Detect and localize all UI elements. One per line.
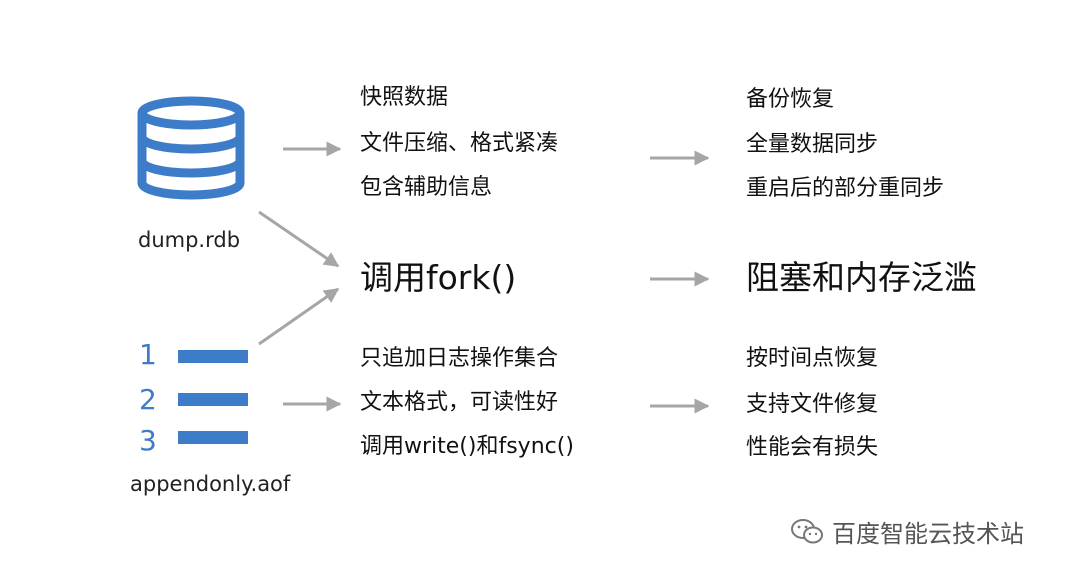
rdb-use-1: 备份恢复 <box>746 87 835 112</box>
log-bar-1 <box>178 350 248 363</box>
arrow-aof-to-fork <box>258 287 340 346</box>
arrow-rdb-to-fork <box>258 210 340 268</box>
rdb-feature-2: 文件压缩、格式紧凑 <box>360 131 559 156</box>
line-number-3: 3 <box>139 424 157 457</box>
wechat-icon <box>791 518 823 543</box>
line-number-2: 2 <box>139 383 157 416</box>
rdb-use-3: 重启后的部分重同步 <box>746 176 945 201</box>
line-number-1: 1 <box>139 338 157 371</box>
aof-feature-1: 只追加日志操作集合 <box>360 346 559 371</box>
database-icon <box>137 96 245 200</box>
aof-use-2: 支持文件修复 <box>746 392 879 417</box>
aof-use-3: 性能会有损失 <box>746 435 879 460</box>
fork-label: 调用fork() <box>360 258 517 297</box>
watermark: 百度智能云技术站 <box>790 514 1024 549</box>
log-bar-2 <box>178 393 248 406</box>
aof-feature-3: 调用write()和fsync() <box>360 434 574 459</box>
log-bar-3 <box>178 431 248 444</box>
rdb-feature-1: 快照数据 <box>360 85 449 110</box>
aof-caption: appendonly.aof <box>130 472 291 496</box>
aof-use-1: 按时间点恢复 <box>746 346 879 371</box>
aof-feature-2: 文本格式，可读性好 <box>360 390 559 415</box>
fork-effect-label: 阻塞和内存泛滥 <box>746 258 977 297</box>
rdb-use-2: 全量数据同步 <box>746 132 879 157</box>
rdb-caption: dump.rdb <box>138 228 241 252</box>
watermark-text: 百度智能云技术站 <box>832 520 1024 548</box>
rdb-feature-3: 包含辅助信息 <box>360 175 493 200</box>
